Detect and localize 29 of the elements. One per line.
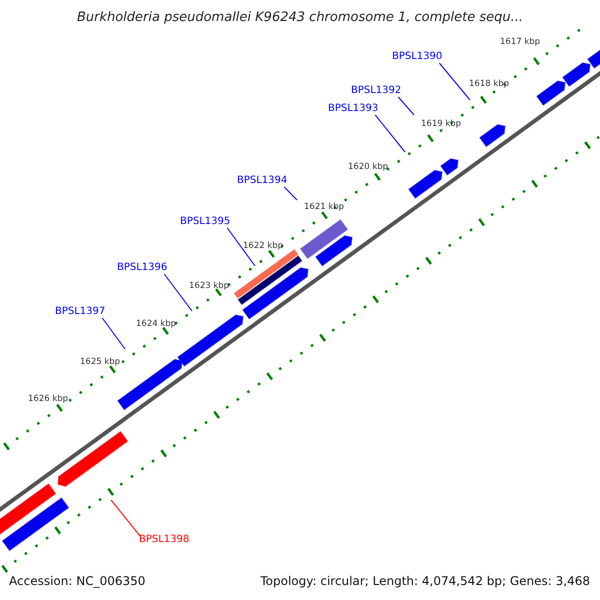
gene-label: BPSL1398 (139, 535, 190, 545)
leader-line (438, 62, 470, 100)
leader-line (398, 96, 414, 116)
tick-label: 1618 kbp (469, 80, 510, 88)
gene-label: BPSL1397 (55, 307, 106, 317)
tick-label: 1622 kbp (243, 242, 284, 250)
tick-label: 1619 kbp (421, 120, 462, 128)
gene-label: BPSL1394 (237, 176, 288, 186)
tick-label: 1620 kbp (348, 163, 388, 172)
map-title: Burkholderia pseudomallei K96243 chromosome 1, complete sequ... (76, 11, 524, 24)
gene-label: BPSL1395 (180, 217, 230, 227)
gene-label: BPSL1396 (117, 263, 168, 273)
tick-label: 1623 kbp (189, 282, 230, 290)
tick-label: 1625 kbp (80, 358, 120, 366)
tick-label: 1621 kbp (304, 203, 344, 212)
leader-line (164, 274, 192, 312)
leader-line (110, 500, 140, 536)
sequence-info-text: Topology: circular; Length: 4,074,542 bp; Genes: 3,468 (260, 575, 590, 587)
tick-label: 1624 kbp (136, 320, 176, 328)
leader-line (226, 228, 256, 266)
leader-line (102, 318, 126, 350)
leader-line (284, 186, 298, 200)
gene-label: BPSL1390 (392, 52, 442, 62)
gene-label: BPSL1392 (351, 86, 402, 96)
tick-label: 1617 kbp (500, 38, 540, 46)
leader-line (374, 114, 406, 152)
tick-label: 1626 kbp (28, 395, 68, 404)
accession-text: Accession: NC_006350 (9, 575, 146, 587)
gene-label: BPSL1393 (328, 104, 378, 114)
